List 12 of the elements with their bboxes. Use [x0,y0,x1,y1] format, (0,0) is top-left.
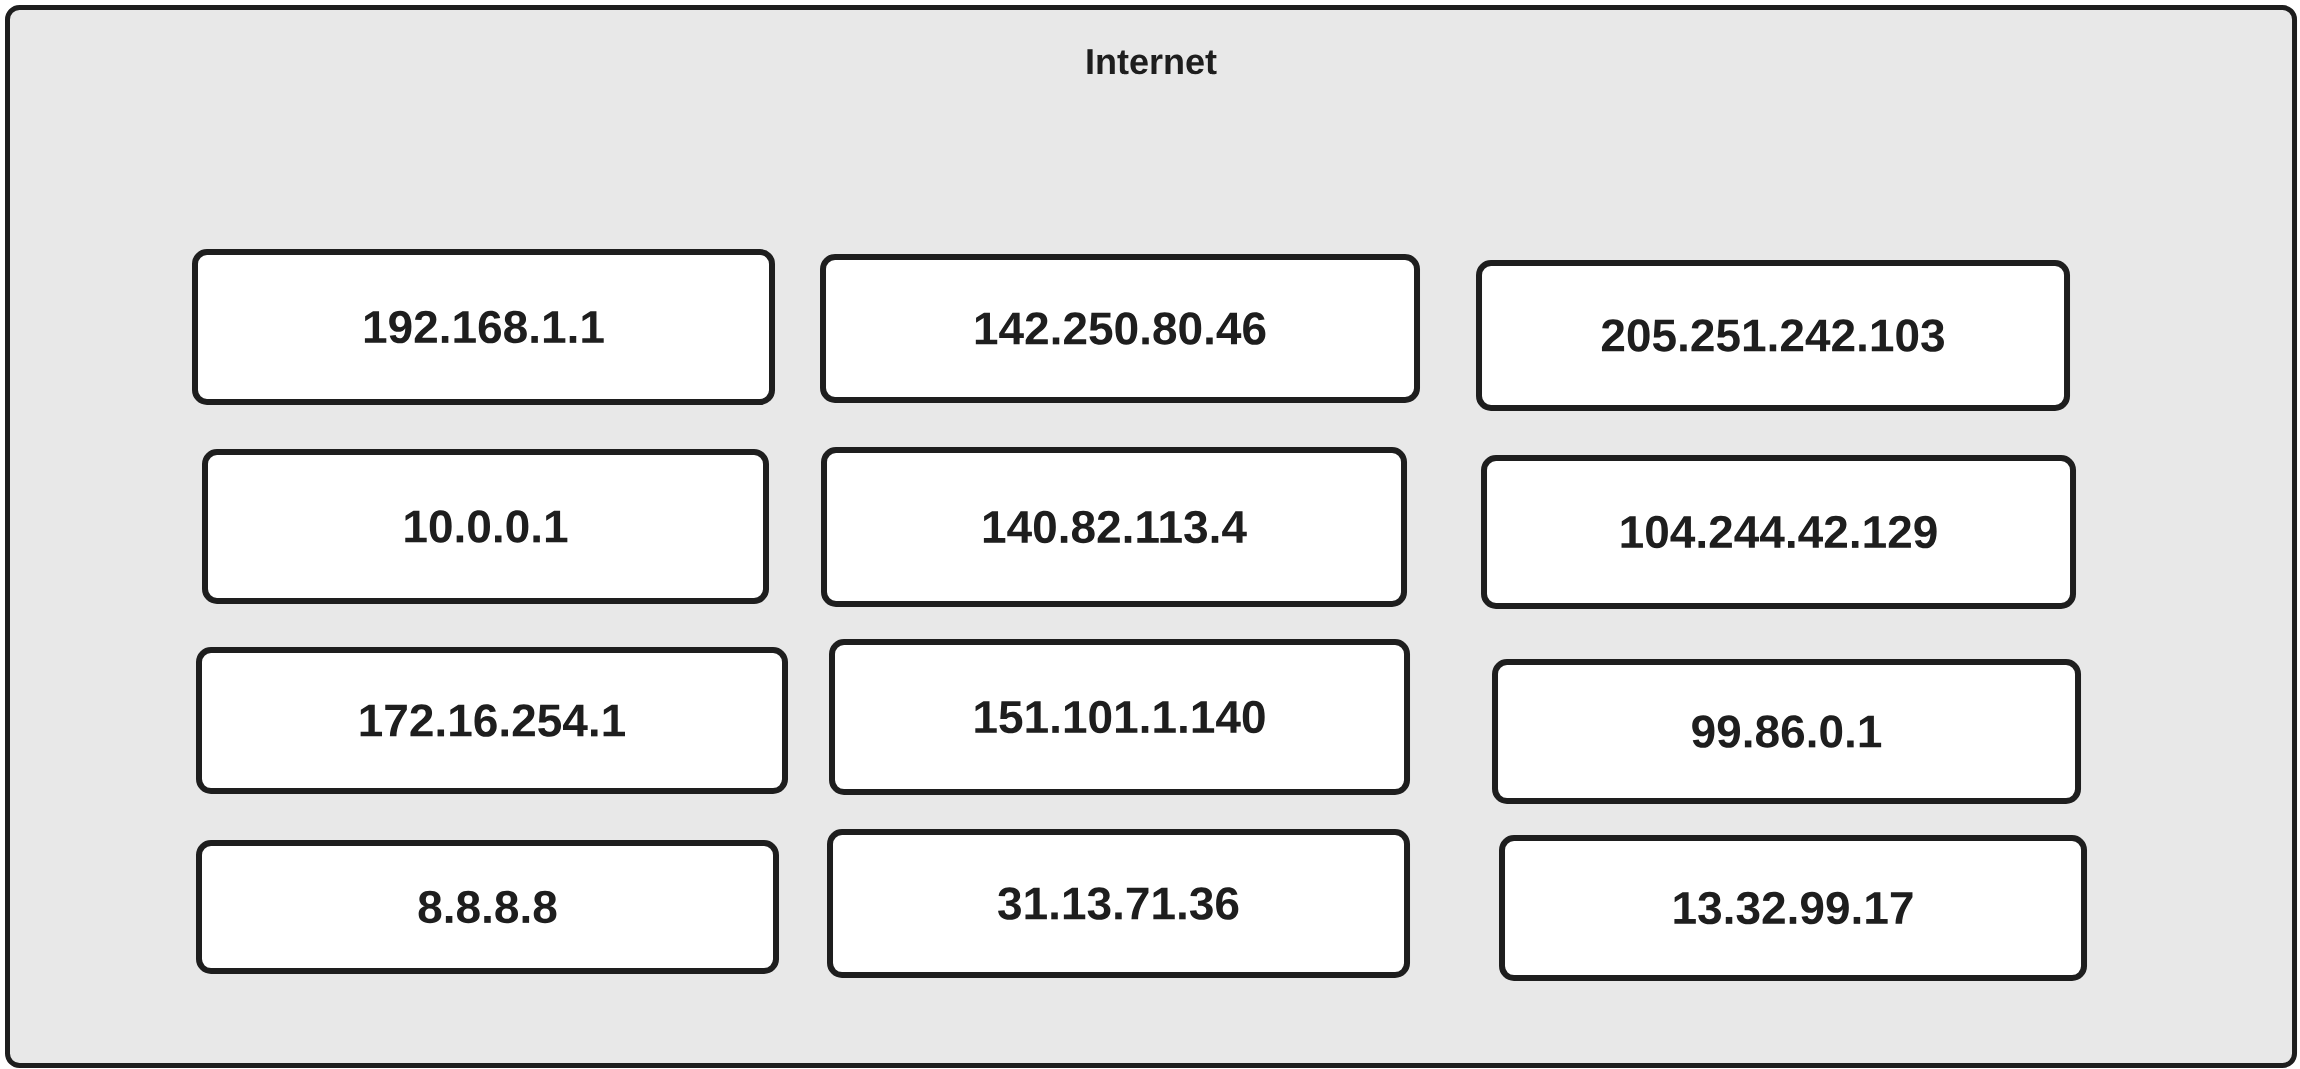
address-box: 172.16.254.1 [196,647,788,794]
address-box: 151.101.1.140 [829,639,1410,795]
address-box: 140.82.113.4 [821,447,1407,607]
address-box: 104.244.42.129 [1481,455,2076,609]
address-box: 8.8.8.8 [196,840,779,974]
address-box: 31.13.71.36 [827,829,1410,978]
address-box: 13.32.99.17 [1499,835,2087,981]
address-box: 99.86.0.1 [1492,659,2081,804]
address-box: 142.250.80.46 [820,254,1420,403]
address-box: 10.0.0.1 [202,449,769,604]
address-box: 205.251.242.103 [1476,260,2070,411]
address-box: 192.168.1.1 [192,249,775,405]
